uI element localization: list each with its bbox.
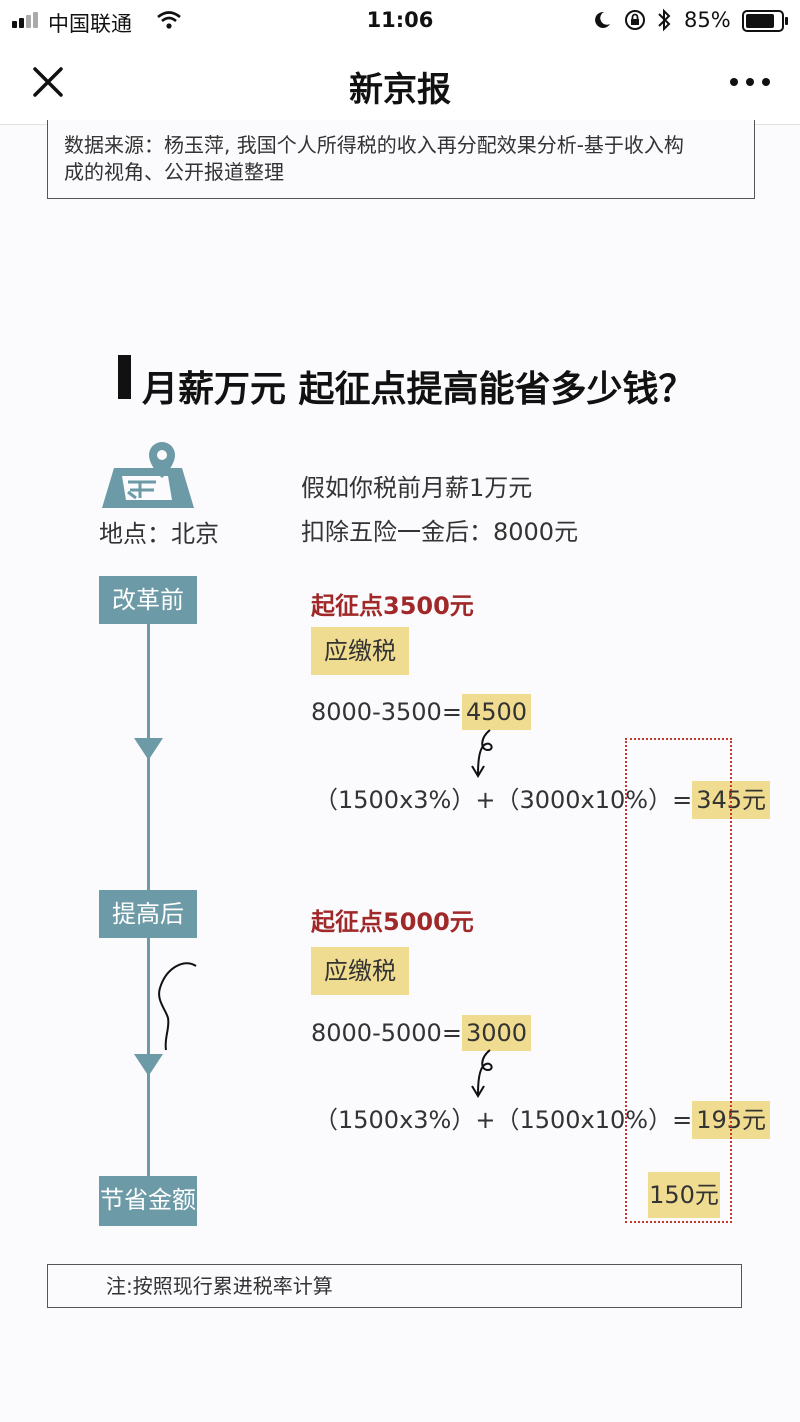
clock: 11:06: [366, 8, 434, 32]
before-threshold: 起征点3500元: [311, 592, 474, 620]
source-note-line-1: 数据来源：杨玉萍, 我国个人所得税的收入再分配效果分析-基于收入构: [64, 133, 684, 157]
orientation-lock-icon: [625, 10, 645, 30]
footnote: 注:按照现行累进税率计算: [106, 1274, 333, 1298]
timeline-arrow-1: [134, 738, 163, 760]
handwriting-scribble: [158, 962, 197, 1051]
timeline-label-before: 改革前: [99, 576, 197, 624]
moon-icon: [595, 11, 610, 28]
saving-amount: 150元: [648, 1172, 720, 1218]
more-icon[interactable]: [730, 74, 774, 90]
wifi-icon: [157, 11, 181, 29]
after-formula-result: 3000: [461, 1015, 532, 1051]
result-dotted-frame: [625, 738, 732, 1223]
timeline-arrow-2: [134, 1054, 163, 1076]
after-threshold: 起征点5000元: [311, 908, 474, 936]
nav-bar: 新京报: [0, 40, 800, 125]
assumption-line-1: 假如你税前月薪1万元: [301, 474, 533, 502]
before-tax-tag: 应缴税: [311, 627, 409, 675]
before-formula-result: 4500: [461, 694, 532, 730]
assumption-line-2: 扣除五险一金后：8000元: [301, 518, 579, 546]
map-location-icon: [102, 442, 194, 508]
before-hand-arrow: [471, 729, 493, 778]
before-formula: 8000-3500=4500: [311, 694, 532, 730]
after-tax-tag: 应缴税: [311, 947, 409, 995]
nav-title: 新京报: [349, 70, 451, 110]
close-icon[interactable]: [32, 66, 64, 98]
status-bar: 中国联通 11:06 85%: [0, 0, 800, 40]
after-formula-prefix: 8000-5000=: [311, 1019, 462, 1047]
battery-icon: [742, 10, 788, 32]
footnote-box: 注:按照现行累进税率计算: [47, 1264, 742, 1308]
source-note-line-2: 成的视角、公开报道整理: [64, 160, 284, 184]
location-label: 地点：北京: [99, 520, 219, 548]
after-hand-arrow: [471, 1049, 493, 1098]
timeline-label-saving: 节省金额: [99, 1176, 197, 1226]
after-calc-prefix: （1500x3%）+（1500x10%）=: [314, 1106, 693, 1134]
timeline-label-after: 提高后: [99, 890, 197, 938]
battery-percent: 85%: [684, 8, 731, 32]
bluetooth-icon: [658, 8, 671, 32]
carrier-name: 中国联通: [48, 12, 132, 36]
source-note-box: 数据来源：杨玉萍, 我国个人所得税的收入再分配效果分析-基于收入构 成的视角、公…: [47, 120, 755, 199]
headline-marker: [118, 355, 131, 399]
before-calc-prefix: （1500x3%）+（3000x10%）=: [314, 786, 693, 814]
headline: 月薪万元 起征点提高能省多少钱？: [142, 369, 695, 410]
after-formula: 8000-5000=3000: [311, 1015, 532, 1051]
before-formula-prefix: 8000-3500=: [311, 698, 462, 726]
